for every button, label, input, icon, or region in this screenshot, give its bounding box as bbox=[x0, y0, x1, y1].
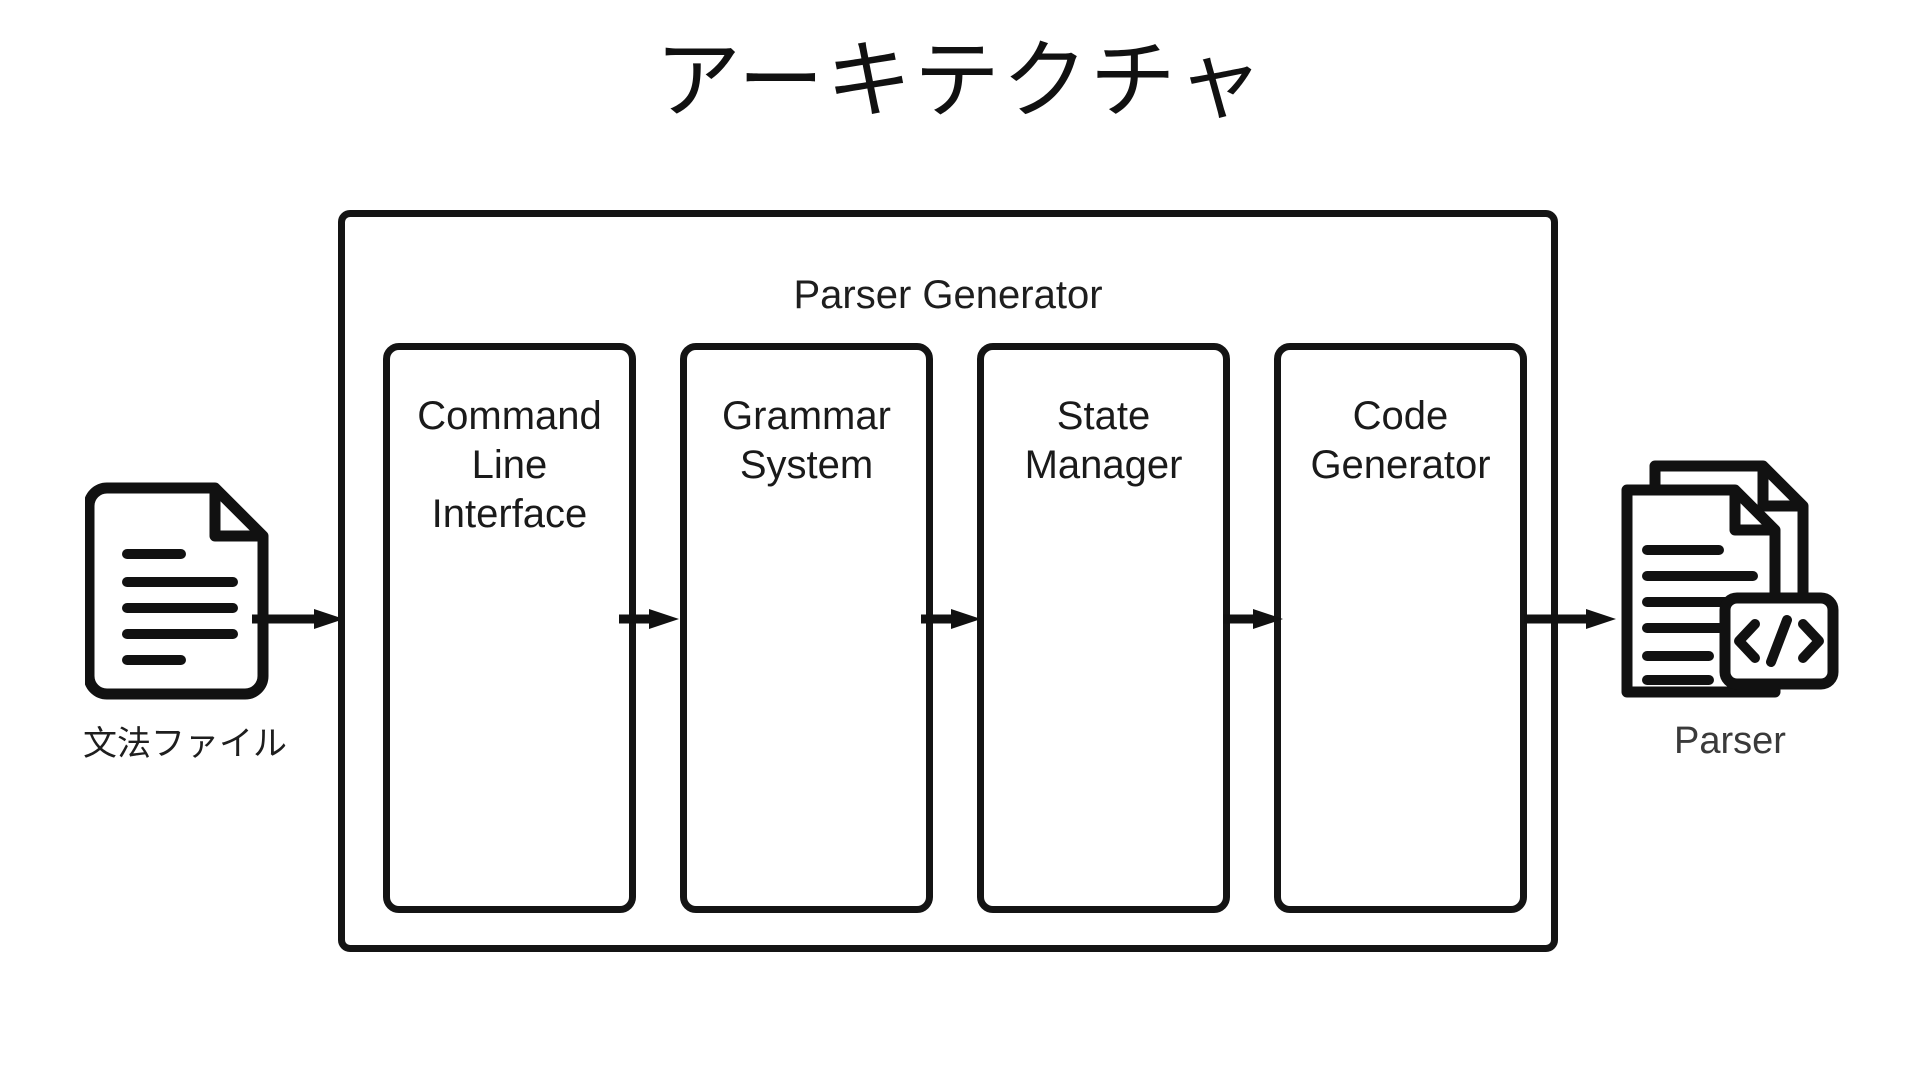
container-title: Parser Generator bbox=[793, 273, 1103, 317]
components-row: Command Line Interface Grammar System St… bbox=[383, 343, 1527, 913]
output-node-caption: Parser bbox=[1674, 720, 1786, 762]
source-node-caption: 文法ファイル bbox=[83, 724, 287, 764]
page-title: アーキテクチャ bbox=[655, 31, 1265, 131]
component-label: Code Generator bbox=[1310, 394, 1491, 487]
code-document-icon bbox=[1615, 452, 1845, 702]
component-label: State Manager bbox=[1024, 394, 1183, 487]
component-box-grammar-system[interactable]: Grammar System bbox=[680, 343, 933, 913]
component-label: Command Line Interface bbox=[417, 394, 602, 536]
component-box-command-line-interface[interactable]: Command Line Interface bbox=[383, 343, 636, 913]
parser-generator-container: Parser Generator Command Line Interface … bbox=[338, 210, 1558, 952]
document-icon bbox=[83, 462, 285, 702]
component-box-state-manager[interactable]: State Manager bbox=[977, 343, 1230, 913]
component-label: Grammar System bbox=[722, 394, 891, 487]
source-document-node: 文法ファイル bbox=[55, 462, 315, 765]
output-parser-node: Parser bbox=[1600, 452, 1860, 763]
component-box-code-generator[interactable]: Code Generator bbox=[1274, 343, 1527, 913]
